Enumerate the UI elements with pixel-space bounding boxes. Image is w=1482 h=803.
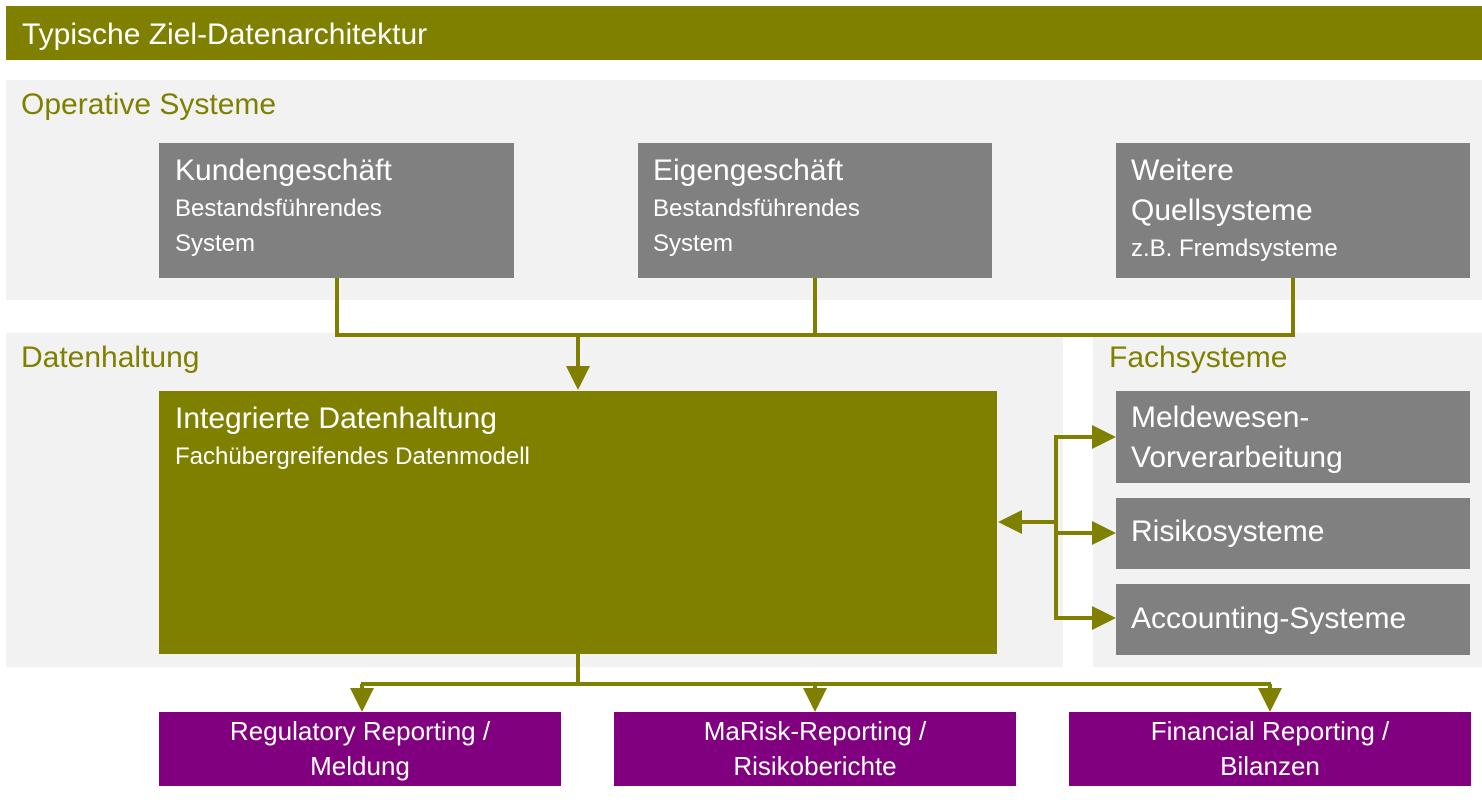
integrierte-datenhaltung-title: Integrierte Datenhaltung bbox=[175, 402, 497, 435]
kundengeschaeft-subtitle-1: Bestandsführendes bbox=[175, 195, 382, 222]
accounting-systeme-box[interactable]: Accounting-Systeme bbox=[1116, 584, 1470, 655]
marisk-reporting-box[interactable]: MaRisk-Reporting / Risikoberichte bbox=[614, 712, 1016, 786]
accounting-systeme-title: Accounting-Systeme bbox=[1131, 602, 1407, 635]
risikosysteme-box[interactable]: Risikosysteme bbox=[1116, 498, 1470, 569]
meldewesen-title-1: Meldewesen- bbox=[1131, 401, 1310, 434]
regulatory-reporting-line-2: Meldung bbox=[310, 751, 410, 781]
datenhaltung-label: Datenhaltung bbox=[21, 341, 200, 374]
eigengeschaeft-box[interactable]: Eigengeschäft Bestandsführendes System bbox=[638, 143, 992, 278]
eigengeschaeft-subtitle-2: System bbox=[653, 230, 734, 257]
marisk-reporting-line-2: Risikoberichte bbox=[733, 751, 897, 781]
eigengeschaeft-subtitle-1: Bestandsführendes bbox=[653, 195, 860, 222]
kundengeschaeft-subtitle-2: System bbox=[175, 230, 256, 257]
integrierte-datenhaltung-subtitle: Fachübergreifendes Datenmodell bbox=[175, 443, 530, 470]
weitere-quellsysteme-subtitle: z.B. Fremdsysteme bbox=[1131, 235, 1338, 262]
financial-reporting-line-2: Bilanzen bbox=[1220, 751, 1320, 781]
meldewesen-box[interactable]: Meldewesen- Vorverarbeitung bbox=[1116, 391, 1470, 483]
operative-systems-label: Operative Systeme bbox=[21, 88, 277, 121]
regulatory-reporting-box[interactable]: Regulatory Reporting / Meldung bbox=[159, 712, 561, 786]
eigengeschaeft-title: Eigengeschäft bbox=[653, 154, 844, 187]
fachsysteme-label: Fachsysteme bbox=[1109, 341, 1288, 374]
meldewesen-title-2: Vorverarbeitung bbox=[1131, 441, 1343, 474]
financial-reporting-box[interactable]: Financial Reporting / Bilanzen bbox=[1069, 712, 1471, 786]
weitere-quellsysteme-box[interactable]: Weitere Quellsysteme z.B. Fremdsysteme bbox=[1116, 143, 1470, 278]
kundengeschaeft-title: Kundengeschäft bbox=[175, 154, 392, 187]
regulatory-reporting-line-1: Regulatory Reporting / bbox=[229, 716, 491, 746]
marisk-reporting-line-1: MaRisk-Reporting / bbox=[703, 716, 927, 746]
financial-reporting-line-1: Financial Reporting / bbox=[1150, 716, 1390, 746]
risikosysteme-title: Risikosysteme bbox=[1131, 515, 1325, 548]
weitere-quellsysteme-title-1: Weitere bbox=[1131, 154, 1234, 187]
page-title: Typische Ziel-Datenarchitektur bbox=[6, 6, 1482, 60]
integrierte-datenhaltung-box[interactable]: Integrierte Datenhaltung Fachübergreifen… bbox=[159, 391, 997, 654]
kundengeschaeft-box[interactable]: Kundengeschäft Bestandsführendes System bbox=[159, 143, 514, 278]
weitere-quellsysteme-title-2: Quellsysteme bbox=[1131, 194, 1313, 227]
